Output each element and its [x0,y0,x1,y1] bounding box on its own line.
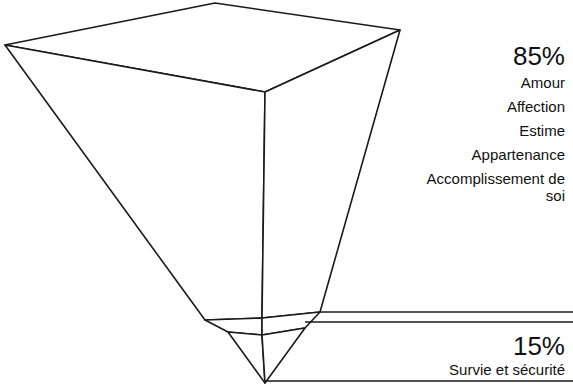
need-label: Survie et sécurité [449,361,565,378]
right-face [262,30,400,318]
need-label: Accomplissement de soi [420,170,565,204]
tip-right [262,328,305,383]
band-line [265,380,573,382]
need-label: Estime [519,122,565,139]
need-label: Affection [507,98,565,115]
need-label: Appartenance [472,146,565,163]
percentage: 15% [513,332,565,360]
tip-left [228,332,265,383]
band-line [305,321,573,323]
need-label: Amour [521,74,565,91]
band-line [320,311,573,313]
left-face [5,45,265,320]
percentage: 85% [513,42,565,70]
